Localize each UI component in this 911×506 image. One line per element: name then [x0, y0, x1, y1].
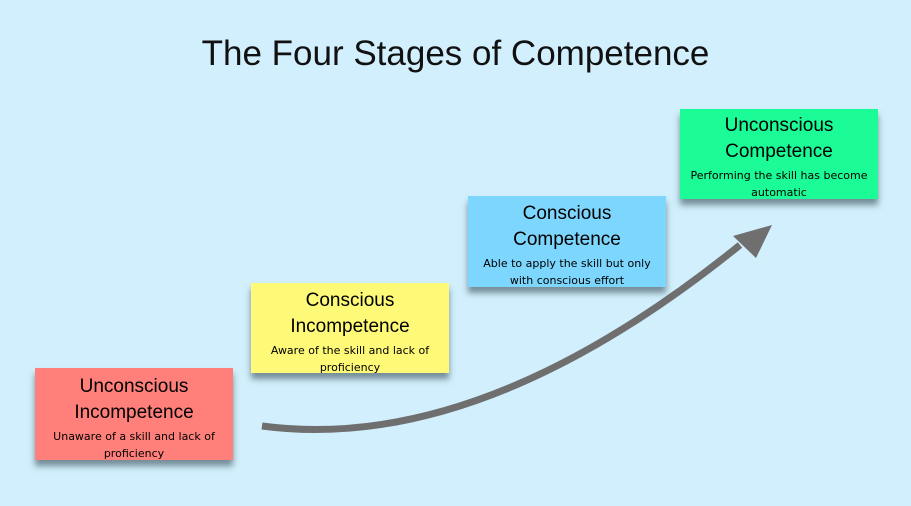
stage-unconscious-incompetence: Unconscious Incompetence Unaware of a sk… [35, 368, 233, 460]
stage-heading: Conscious Incompetence [290, 290, 410, 337]
stage-conscious-competence: Conscious Competence Able to apply the s… [468, 196, 666, 287]
stage-description: Performing the skill has become automati… [690, 169, 868, 199]
arrowhead-icon [733, 225, 772, 258]
stage-heading: Unconscious Competence [724, 115, 834, 162]
stage-conscious-incompetence: Conscious Incompetence Aware of the skil… [251, 283, 449, 374]
stage-description: Able to apply the skill but only with co… [483, 257, 651, 287]
diagram-title: The Four Stages of Competence [201, 34, 710, 73]
stage-heading: Unconscious Incompetence [74, 376, 194, 423]
stage-description: Aware of the skill and lack of proficien… [270, 344, 430, 374]
stage-description: Unaware of a skill and lack of proficien… [53, 430, 215, 460]
stage-heading: Conscious Competence [513, 203, 621, 250]
stage-unconscious-competence: Unconscious Competence Performing the sk… [680, 109, 878, 199]
